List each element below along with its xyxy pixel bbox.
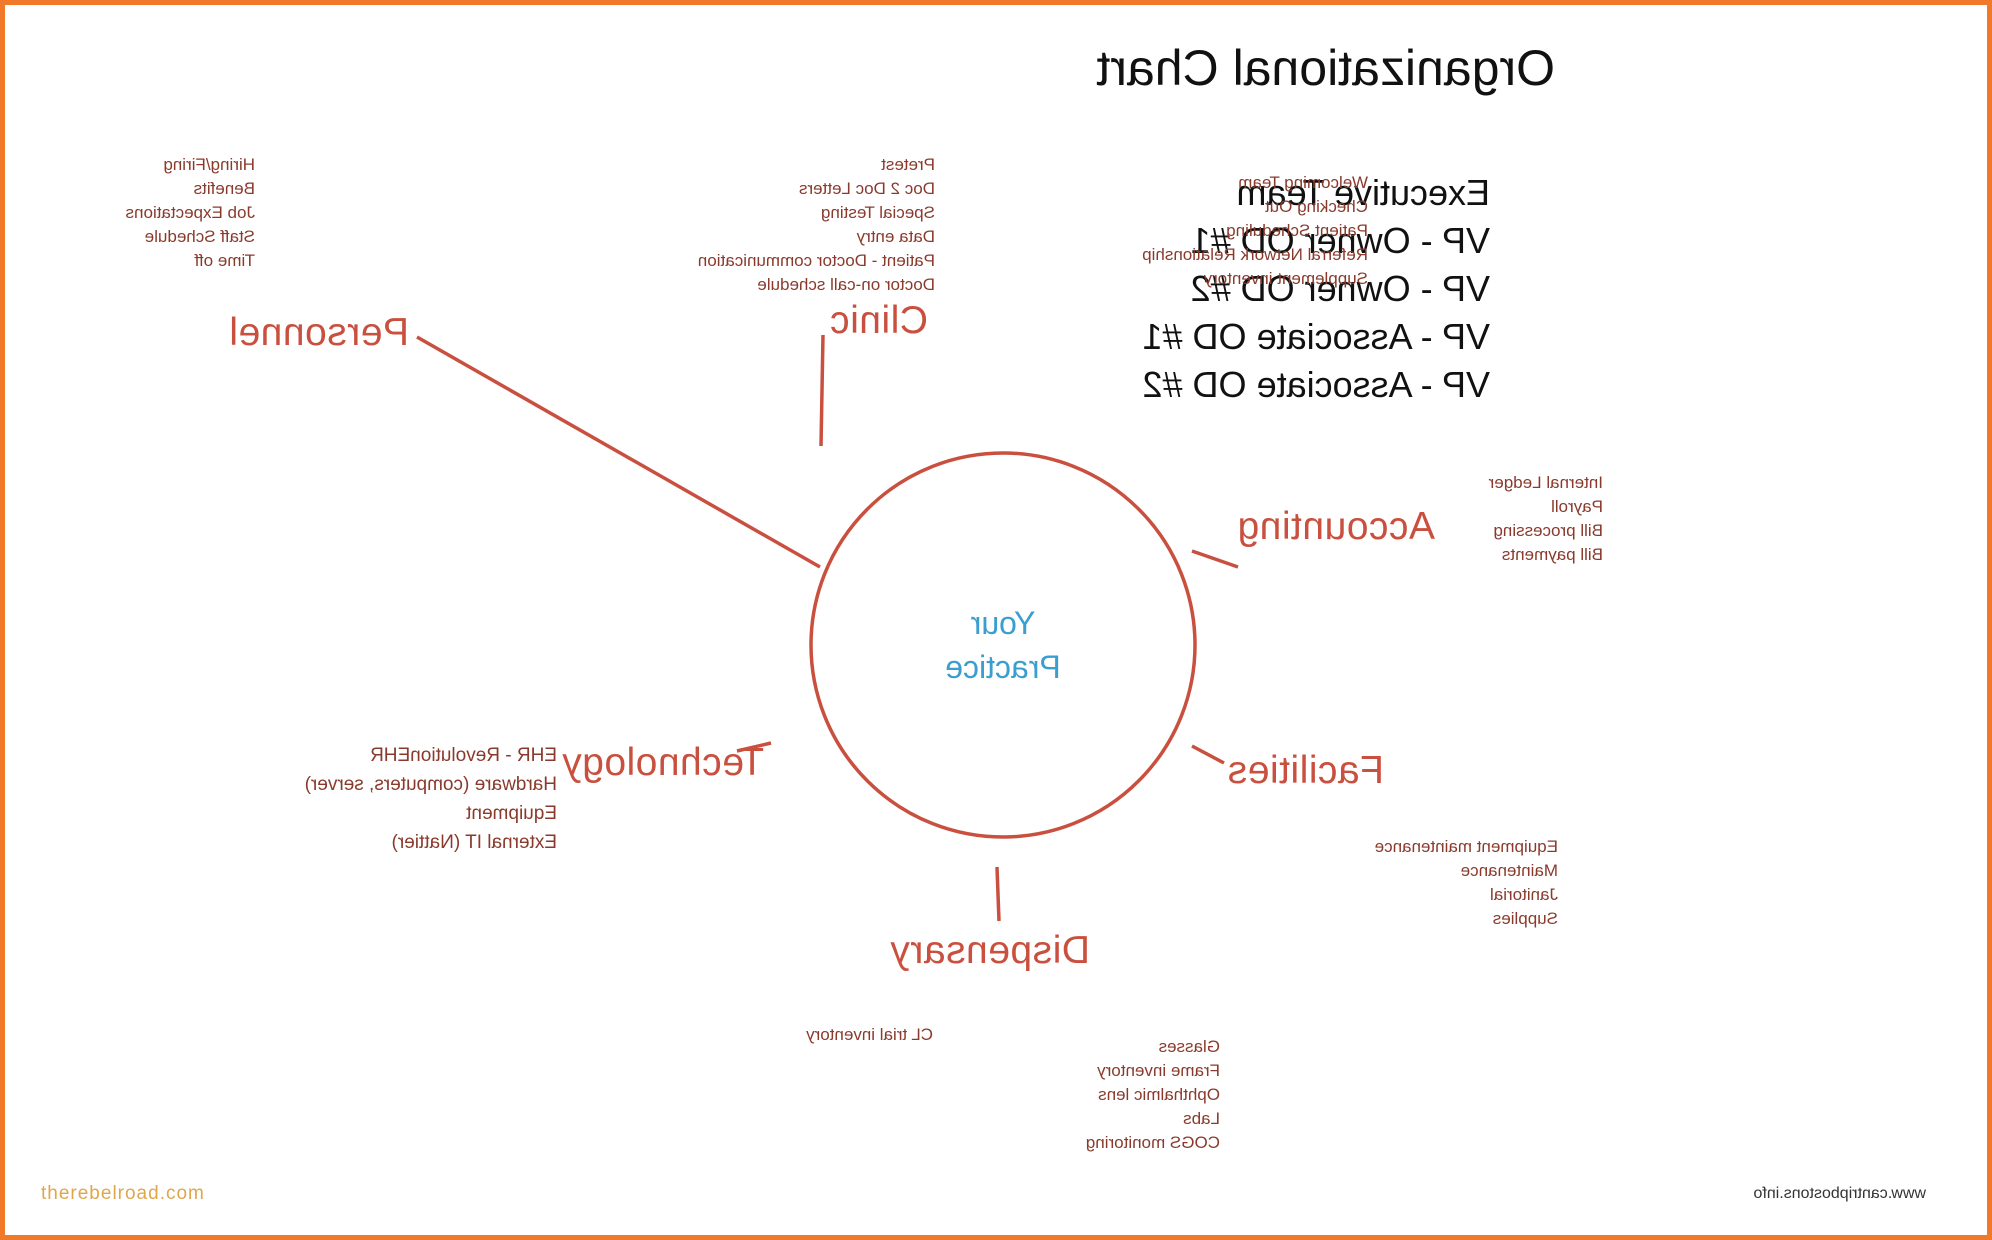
list-item: Labs: [1183, 1109, 1220, 1128]
dispensary-connector: [995, 866, 1001, 922]
list-item: Bill payments: [1501, 545, 1603, 564]
clinic-items-primary: Pretest Doc 2 Doc Letters Special Testin…: [698, 153, 935, 297]
list-item: Supplement inventory: [1203, 269, 1368, 288]
list-item: Checking Out: [1265, 197, 1368, 216]
list-item: Payroll: [1551, 497, 1603, 516]
list-item: Patient - Doctor communication: [697, 251, 935, 270]
list-item: CL trial inventory: [806, 1025, 933, 1044]
accounting-items: Internal Ledger Payroll Bill processing …: [1489, 471, 1603, 567]
list-item: Job Expectations: [125, 203, 255, 222]
branch-dispensary-label: Dispensary: [889, 929, 1090, 972]
list-item: Staff Schedule: [144, 227, 255, 246]
watermark: therebelroad.com: [41, 1183, 205, 1204]
list-item: Maintenance: [1460, 861, 1558, 880]
list-item: Hiring/Firing: [163, 155, 255, 174]
mirrored-diagram: Organizational Chart Executive Team VP -…: [5, 5, 1987, 1235]
list-item: Ophthalmic lens: [1098, 1085, 1220, 1104]
list-item: External IT (Nattier): [391, 832, 557, 853]
technology-items: EHR - RevolutionEHR Hardware (computers,…: [305, 741, 557, 857]
executive-team-item: VP - Associate OD #2: [1142, 364, 1490, 405]
dispensary-items-primary: CL trial inventory: [806, 1023, 933, 1047]
list-item: Janitorial: [1489, 885, 1558, 904]
list-item: Doc 2 Doc Letters: [798, 179, 935, 198]
branch-facilities-label: Facilities: [1227, 749, 1384, 792]
personnel-items: Hiring/Firing Benefits Job Expectations …: [126, 153, 255, 273]
branch-accounting-label: Accounting: [1237, 505, 1435, 548]
list-item: Hardware (computers, server): [304, 774, 557, 795]
list-item: EHR - RevolutionEHR: [370, 745, 557, 766]
list-item: Equipment: [466, 803, 557, 824]
clinic-connector: [819, 334, 825, 447]
branch-personnel-label: Personnel: [228, 311, 409, 354]
clinic-items-secondary: Welcoming Team Checking Out Patient Sche…: [1142, 171, 1368, 291]
technology-connector: [736, 741, 772, 753]
center-circle: [809, 451, 1197, 839]
center-label-line2: Practice: [945, 649, 1061, 685]
dispensary-items-secondary: Glasses Frame inventory Ophthalmic lens …: [1086, 1035, 1220, 1155]
list-item: Supplies: [1492, 909, 1558, 928]
list-item: Benefits: [193, 179, 255, 198]
diagram-lines: [416, 334, 1239, 922]
list-item: Bill processing: [1493, 521, 1603, 540]
list-item: Pretest: [881, 155, 935, 174]
list-item: Data entry: [856, 227, 935, 246]
list-item: Patient Scheduling: [1226, 221, 1368, 240]
list-item: Equipment maintenance: [1374, 837, 1558, 856]
list-item: Referral Network Relationship: [1142, 245, 1368, 264]
branch-technology-label: Technology: [561, 741, 764, 784]
list-item: COGS monitoring: [1085, 1133, 1220, 1152]
list-item: Frame inventory: [1097, 1061, 1220, 1080]
page-title: Organizational Chart: [1096, 40, 1555, 96]
center-label: Your Practice: [903, 601, 1103, 689]
footer-url: www.cantripbostons.info: [1753, 1185, 1926, 1202]
list-item: Special Testing: [820, 203, 935, 222]
facilities-items: Equipment maintenance Maintenance Janito…: [1375, 835, 1558, 931]
list-item: Glasses: [1158, 1037, 1220, 1056]
branch-clinic-label: Clinic: [829, 299, 928, 342]
executive-team-item: VP - Associate OD #1: [1142, 316, 1490, 357]
list-item: Doctor on-call schedule: [757, 275, 935, 294]
accounting-connector: [1191, 549, 1239, 569]
facilities-connector: [1191, 744, 1225, 765]
list-item: Internal Ledger: [1488, 473, 1603, 492]
center-label-line1: Your: [970, 605, 1036, 641]
list-item: Time off: [194, 251, 255, 270]
personnel-connector: [416, 335, 821, 569]
list-item: Welcoming Team: [1238, 173, 1368, 192]
